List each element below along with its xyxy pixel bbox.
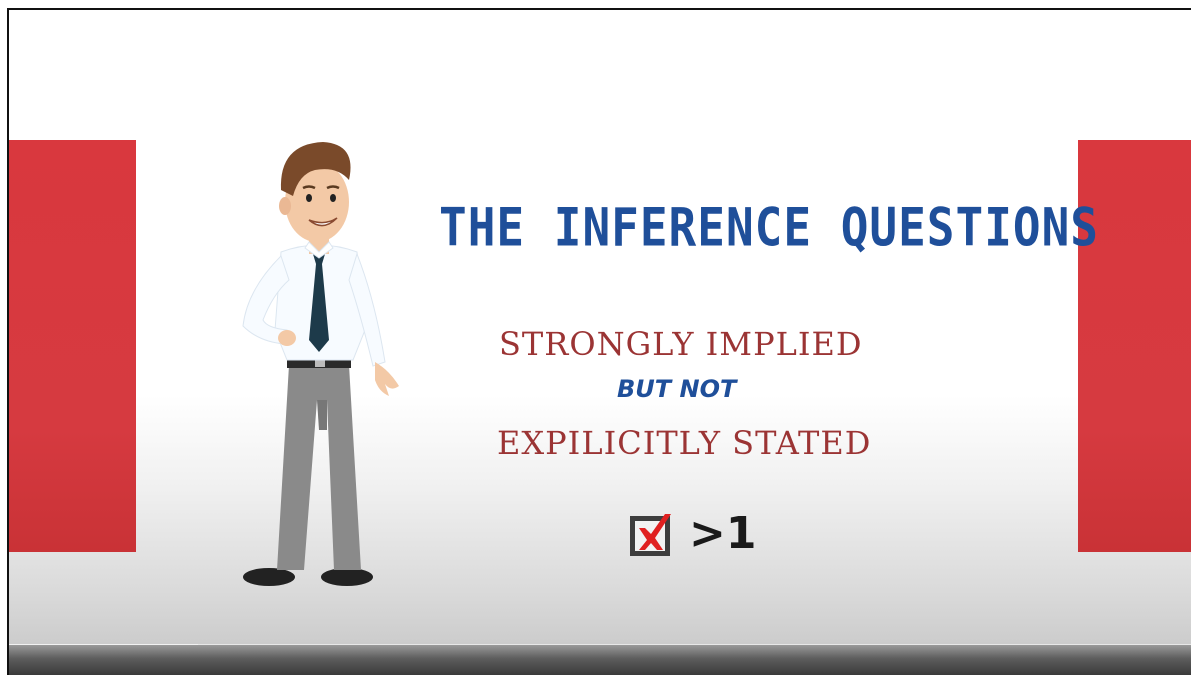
video-frame[interactable]: THE INFERENCE QUESTIONS STRONGLY IMPLIED…	[7, 8, 1191, 675]
businessman-illustration	[242, 142, 399, 586]
slide-title: THE INFERENCE QUESTIONS	[439, 196, 1099, 259]
line-explicitly-stated: EXPILICITLY STATED	[497, 424, 872, 462]
line-but-not: BUT NOT	[617, 375, 737, 403]
player-control-bar[interactable]	[9, 645, 1191, 675]
right-red-panel	[1078, 140, 1191, 552]
left-red-panel	[9, 140, 136, 552]
answer-count-text: >1	[689, 508, 757, 559]
checkbox-x-icon	[630, 514, 671, 556]
line-strongly-implied: STRONGLY IMPLIED	[499, 325, 863, 363]
